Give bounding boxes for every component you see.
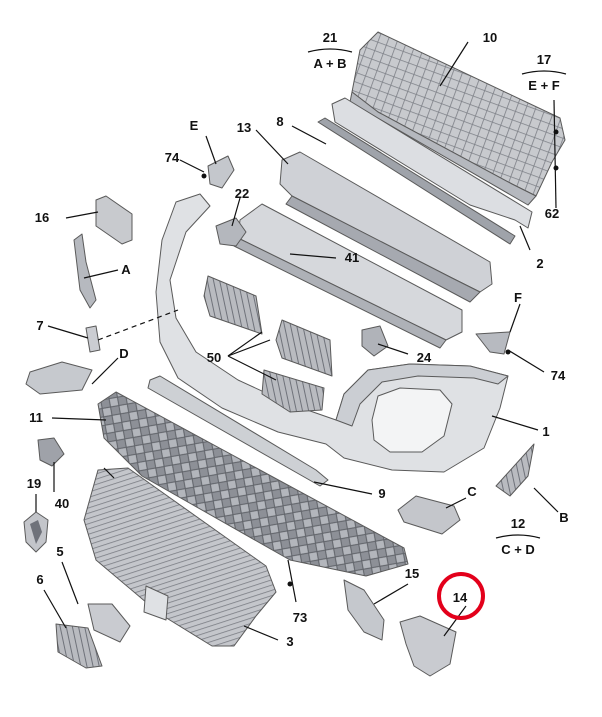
label-21-sub: A + B xyxy=(313,56,346,71)
label-17: 17 xyxy=(537,52,551,67)
part-2-lower-absorber xyxy=(331,97,533,229)
label-1: 1 xyxy=(542,424,549,439)
part-b-corner-vent xyxy=(495,443,535,497)
part-14-lower-bracket xyxy=(399,615,457,677)
label-74-right: 74 xyxy=(551,368,566,383)
part-24-bracket xyxy=(361,325,389,357)
highlight-circle-part-14 xyxy=(437,572,485,620)
part-7-clip xyxy=(85,325,101,353)
part-50-grille-inserts xyxy=(203,275,333,413)
label-19: 19 xyxy=(27,476,41,491)
part-22-bracket xyxy=(215,217,247,247)
label-22: 22 xyxy=(235,186,249,201)
part-9-lower-strip xyxy=(147,375,329,487)
label-41: 41 xyxy=(345,250,359,265)
label-11: 11 xyxy=(29,410,43,425)
part-6-fog-cover xyxy=(55,623,103,669)
label-8: 8 xyxy=(276,114,283,129)
part-f-bracket xyxy=(475,331,511,355)
callout-labels: 10 21 A + B 17 E + F 13 8 E 74 22 16 62 … xyxy=(27,30,569,649)
label-a: A xyxy=(121,262,131,277)
label-62: 62 xyxy=(545,206,559,221)
part-40-bracket xyxy=(37,437,65,467)
brace-21 xyxy=(307,48,353,53)
label-f: F xyxy=(514,290,522,305)
label-16: 16 xyxy=(35,210,49,225)
part-a-side-guide xyxy=(73,233,97,309)
part-1-bumper-cover xyxy=(155,193,509,473)
label-12-sub: C + D xyxy=(501,542,535,557)
label-40: 40 xyxy=(55,496,69,511)
part-13-energy-absorber xyxy=(279,151,493,303)
leader-lines xyxy=(35,41,559,641)
label-24: 24 xyxy=(417,350,432,365)
label-15: 15 xyxy=(405,566,419,581)
part-d-deflector xyxy=(25,361,93,395)
part-15-bracket xyxy=(343,579,385,641)
brace-17 xyxy=(521,70,567,75)
part-11-lower-grille xyxy=(97,391,409,577)
label-17-sub: E + F xyxy=(528,78,559,93)
part-16-side-bracket xyxy=(95,195,133,245)
part-8-seal-strip xyxy=(317,117,516,245)
label-d: D xyxy=(119,346,128,361)
label-e: E xyxy=(190,118,199,133)
label-73: 73 xyxy=(293,610,307,625)
part-c-deflector xyxy=(397,495,461,535)
label-14: 14 xyxy=(453,590,468,605)
brace-12 xyxy=(495,534,541,539)
label-9: 9 xyxy=(378,486,385,501)
label-74-top: 74 xyxy=(165,150,180,165)
part-e-bracket xyxy=(207,155,235,189)
label-50: 50 xyxy=(207,350,221,365)
label-2: 2 xyxy=(536,256,543,271)
label-c: C xyxy=(467,484,477,499)
part-19-emblem xyxy=(23,511,49,553)
label-10: 10 xyxy=(483,30,497,45)
part-3-main-grille xyxy=(83,467,277,647)
label-12: 12 xyxy=(511,516,525,531)
label-3: 3 xyxy=(286,634,293,649)
part-5-grille-corner xyxy=(87,603,131,643)
label-7: 7 xyxy=(36,318,43,333)
label-6: 6 xyxy=(36,572,43,587)
label-b: B xyxy=(559,510,568,525)
fastener-markers xyxy=(201,129,559,587)
label-13: 13 xyxy=(237,120,251,135)
label-5: 5 xyxy=(56,544,63,559)
label-21: 21 xyxy=(323,30,337,45)
